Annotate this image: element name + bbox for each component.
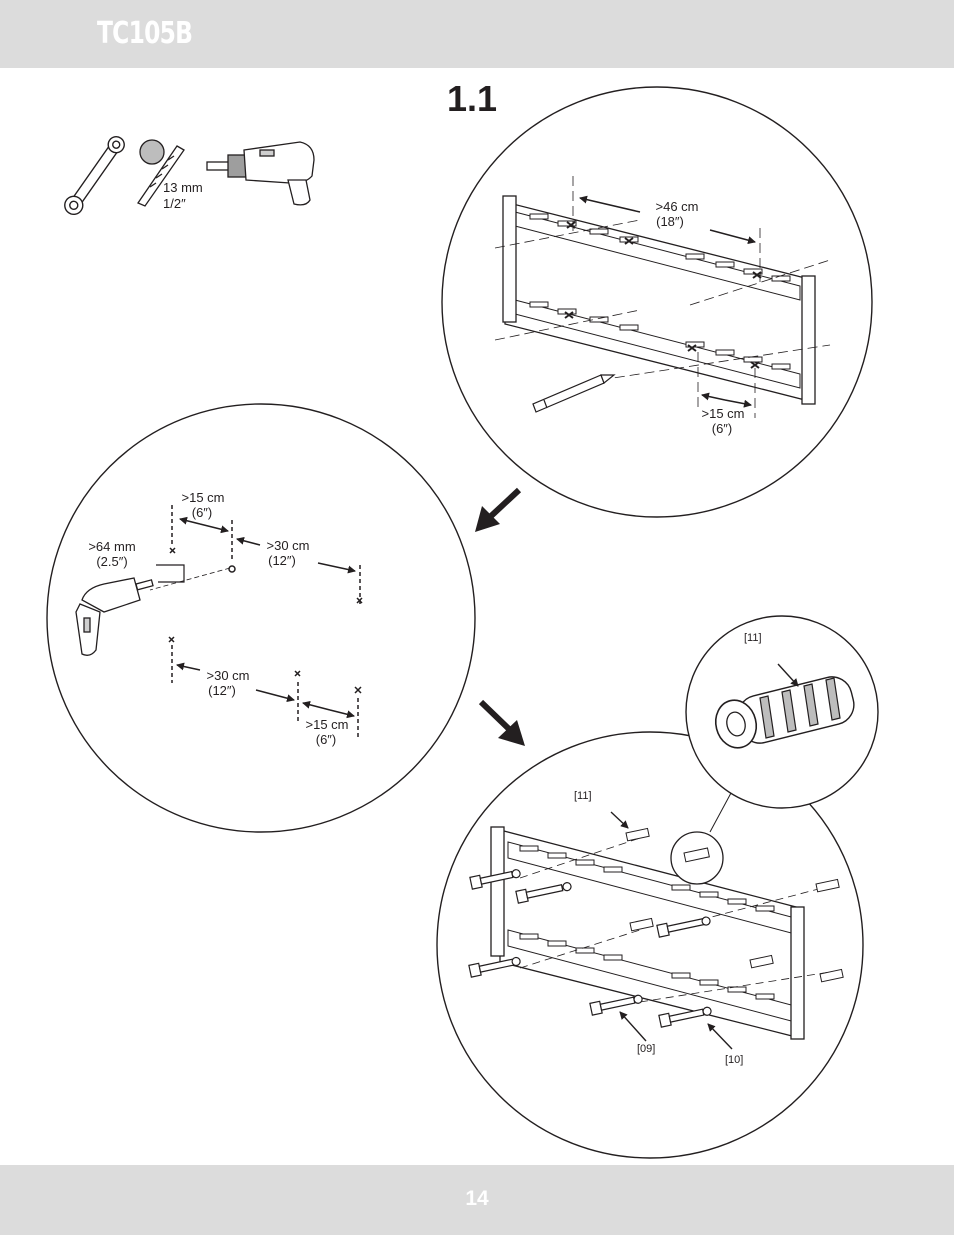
top-span-metric: >30 cm (266, 538, 310, 553)
width-spacing-imperial: (18″) (656, 214, 684, 229)
step-arrow-2 (478, 699, 525, 746)
width-spacing-metric: >46 cm (655, 199, 699, 214)
header-bar: TC105B (0, 0, 954, 68)
footer-bar (0, 1165, 954, 1235)
step-arrow-1 (475, 487, 522, 532)
washer-ref: [10] (725, 1054, 744, 1066)
anchor-ref: [11] (574, 790, 592, 802)
panel-2-drilling (46, 403, 476, 833)
bottom-edge-imperial: (6″) (315, 732, 337, 747)
step-number: 1.1 (447, 78, 498, 119)
drill-bit-metric: 13 mm (163, 180, 203, 195)
drill-icon (206, 141, 315, 206)
bottom-span-metric: >30 cm (206, 668, 250, 683)
wrench-icon (64, 135, 125, 216)
drill-bit-imperial: 1/2″ (163, 196, 186, 211)
bottom-edge-metric: >15 cm (305, 717, 349, 732)
top-span-imperial: (12″) (268, 553, 296, 568)
panel-3-fastening (436, 731, 864, 1159)
drill-depth-imperial: (2.5″) (96, 554, 128, 569)
top-edge-metric: >15 cm (181, 490, 225, 505)
anchor-detail-ref: [11] (744, 632, 762, 644)
lag-bolt-ref: [09] (637, 1043, 656, 1055)
edge-spacing-metric: >15 cm (701, 406, 745, 421)
drill-depth-metric: >64 mm (88, 539, 136, 554)
page-number: 14 (465, 1187, 489, 1210)
bottom-span-imperial: (12″) (208, 683, 236, 698)
model-title: TC105B (97, 16, 193, 51)
anchor-detail (685, 615, 879, 809)
top-edge-imperial: (6″) (191, 505, 213, 520)
edge-spacing-imperial: (6″) (711, 421, 733, 436)
panel-1-marking (441, 86, 873, 518)
drill-bit-icon (137, 139, 185, 207)
